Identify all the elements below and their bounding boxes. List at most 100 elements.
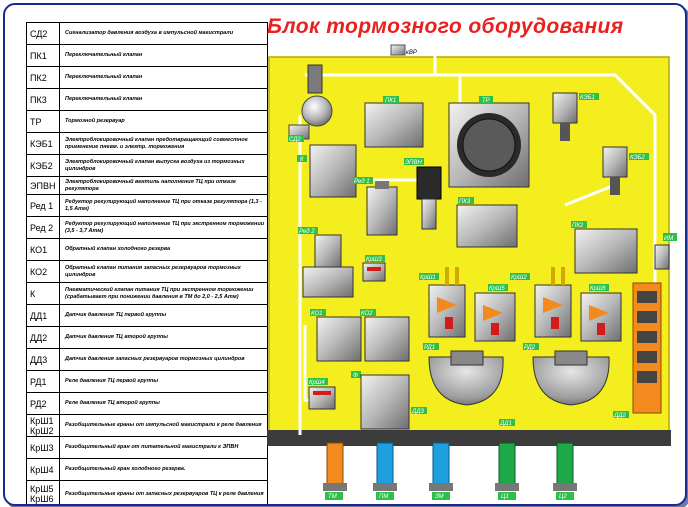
krsh3-handle	[367, 267, 381, 271]
cock-assemblies	[428, 267, 622, 342]
legend-code: КрШ5 КрШ6	[27, 481, 60, 504]
rd2-label-bg	[523, 343, 539, 350]
krsh2-label-bg	[510, 273, 530, 280]
keb2-label-bg	[629, 153, 649, 160]
pk3-block	[456, 204, 518, 248]
krsh4-handle	[313, 391, 331, 395]
legend-code: ДД1	[27, 305, 60, 326]
kvp-outlet	[390, 44, 406, 56]
legend-description: Обратный клапан питания запасных резерву…	[65, 265, 241, 278]
tr-label: ТР	[482, 98, 490, 104]
ko2-label: КО2	[361, 311, 373, 317]
dd1-label-bg	[499, 419, 515, 426]
outlet-zm	[429, 442, 453, 500]
legend-description: Датчик давления ТЦ второй группы	[65, 334, 168, 341]
rd1-relay	[428, 356, 504, 406]
legend-code: КО2	[27, 261, 60, 282]
ko1-label-bg	[310, 309, 326, 316]
keb1-valve	[552, 92, 578, 124]
krsh1-label: КрШ1	[420, 275, 436, 281]
krsh4-label: КрШ4	[309, 380, 325, 386]
brake-equipment-diagram: кВР СД2 ПК1 ТР КЭБ1 КЭБ2 ЭПВН	[267, 44, 677, 500]
legend-description: Датчик давления запасных резервуаров тор…	[65, 356, 245, 363]
legend-row: ТР Тормозной резервуар	[27, 111, 267, 133]
legend-code: Ред 1	[27, 195, 60, 216]
legend-row: СД2 Сигнализатор давления воздуха в импул…	[27, 23, 267, 45]
legend-description: Обратный клапан холодного резерва	[65, 246, 171, 253]
legend-description: Сигнализатор давления воздуха в импульсн…	[65, 30, 234, 37]
k-valve	[309, 144, 357, 198]
legend-code: КрШ3	[27, 437, 60, 458]
rd2-hub	[554, 350, 588, 366]
legend-code: КрШ1 КрШ2	[27, 415, 60, 436]
krsh2-label: КрШ2	[511, 275, 527, 281]
ko2-label-bg	[360, 309, 376, 316]
epvn-label: ЭПВН	[405, 160, 423, 166]
red1-reducer	[366, 186, 398, 236]
legend-description: Электроблокировочный клапан выпуска возд…	[65, 159, 245, 172]
legend-row: ЭПВН Электроблокировочный вентиль наполне…	[27, 177, 267, 195]
pk2-label-bg	[571, 221, 587, 228]
pk3-label-bg	[458, 197, 474, 204]
legend-code: КЭБ2	[27, 155, 60, 176]
tr-cap-inner	[462, 118, 516, 172]
pk3-label: ПК3	[459, 199, 471, 205]
keb2-stem	[610, 177, 620, 195]
legend-code: ТР	[27, 111, 60, 132]
pk1-block	[364, 102, 424, 148]
rd1-label: РД1	[424, 345, 435, 351]
im-label: ИМ	[664, 236, 673, 242]
legend-code: ПК1	[27, 45, 60, 66]
krsh6-label-bg	[589, 284, 609, 291]
base-bar	[267, 430, 671, 446]
legend-description: Разобщительный кран холодного резерва.	[65, 466, 186, 473]
kvp-label: кВР	[406, 50, 417, 56]
rd1-label-bg	[423, 343, 439, 350]
krsh1-label-bg	[419, 273, 439, 280]
krsh3-label-bg	[365, 255, 385, 262]
red2-label: Ред 2	[299, 229, 315, 235]
pk1-label-bg	[383, 96, 399, 103]
legend-row: КрШ4 Разобщительный кран холодного резерв…	[27, 459, 267, 481]
dd2-label-bg	[613, 411, 629, 418]
legend-description: Датчик давления ТЦ первой группы	[65, 312, 167, 319]
legend-code: КрШ4	[27, 459, 60, 480]
legend-description: Тормозной резервуар	[65, 118, 125, 125]
ko2-valve	[364, 316, 410, 362]
legend-row: Ред 1 Редуктор регулирующий наполнение ТЦ…	[27, 195, 267, 217]
legend-description: Редуктор регулирующий наполнение ТЦ при …	[65, 221, 265, 234]
legend-table: СД2 Сигнализатор давления воздуха в импул…	[26, 22, 268, 504]
right-terminal-block	[632, 282, 662, 414]
legend-code: ПК3	[27, 89, 60, 110]
outlet-c2-label: Ц2	[559, 494, 567, 500]
pk2-label: ПК2	[572, 223, 584, 229]
im-outlet	[654, 244, 670, 270]
epvn-stem	[421, 198, 437, 230]
legend-code: СД2	[27, 23, 60, 44]
legend-row: КО2 Обратный клапан питания запасных резе…	[27, 261, 267, 283]
legend-code: ДД2	[27, 327, 60, 348]
legend-description: Пневматический клапан питания ТЦ при экс…	[65, 287, 254, 300]
legend-code: ПК2	[27, 67, 60, 88]
red2-reducer	[314, 234, 342, 268]
legend-description: Редуктор регулирующий наполнение ТЦ при …	[65, 199, 262, 212]
sd2-body	[307, 64, 323, 94]
legend-description: Электроблокировочный клапан предотвращаю…	[65, 137, 248, 150]
legend-code: КЭБ1	[27, 133, 60, 154]
rd2-relay	[532, 356, 610, 406]
legend-description: Электроблокировочный вентиль наполнения …	[65, 179, 236, 192]
legend-code: ЭПВН	[27, 177, 60, 194]
pk1-label: ПК1	[385, 98, 396, 104]
keb1-label: КЭБ1	[580, 95, 595, 101]
ko1-valve	[316, 316, 362, 362]
rd1-hub	[450, 350, 484, 366]
ko1-label: КО1	[311, 311, 322, 317]
